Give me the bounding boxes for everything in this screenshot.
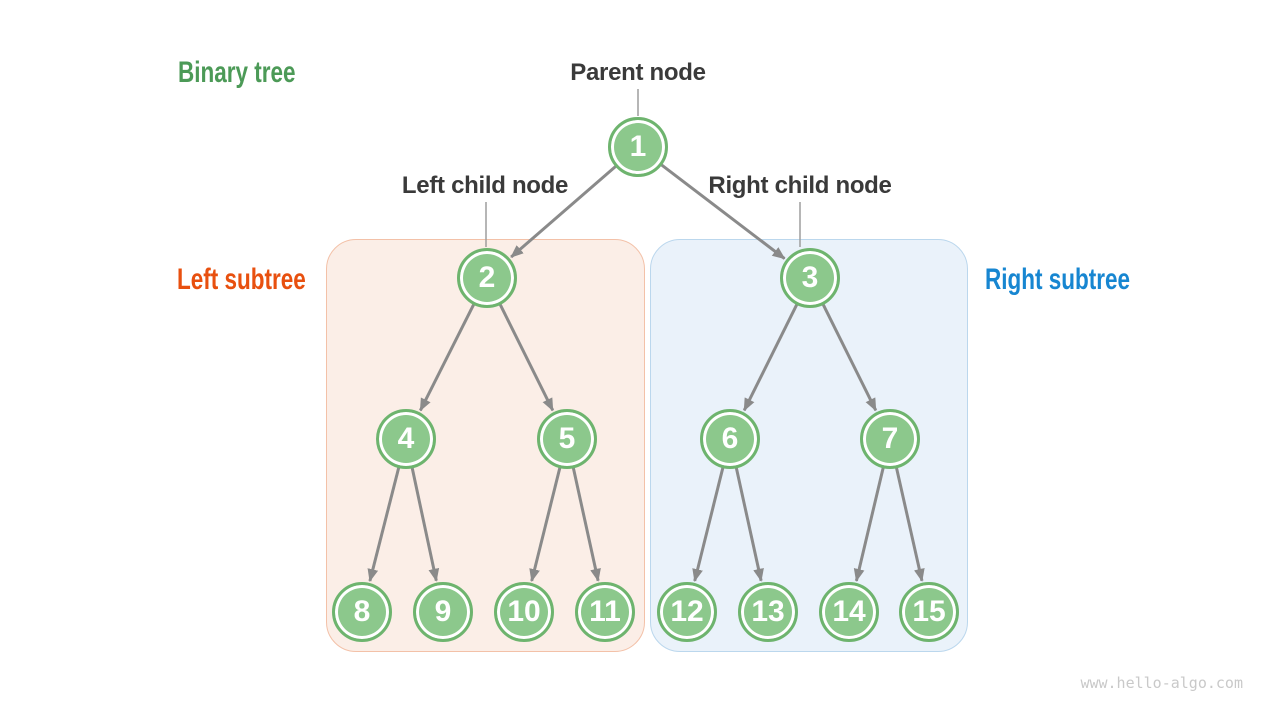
edge-6-13 <box>734 467 764 582</box>
left-subtree-label: Left subtree <box>177 263 306 296</box>
edge-5-10 <box>529 466 562 582</box>
tree-node-6: 6 <box>700 409 760 469</box>
tree-node-4: 4 <box>376 409 436 469</box>
edge-7-14 <box>853 466 885 582</box>
watermark: www.hello-algo.com <box>1080 674 1243 692</box>
right-child-node-label: Right child node <box>708 172 892 199</box>
tree-node-7: 7 <box>860 409 920 469</box>
tree-node-13: 13 <box>738 582 798 642</box>
tree-node-2: 2 <box>457 248 517 308</box>
tree-node-12: 12 <box>657 582 717 642</box>
tree-node-8: 8 <box>332 582 392 642</box>
tree-node-11: 11 <box>575 582 635 642</box>
edge-3-6 <box>742 303 799 412</box>
edge-6-12 <box>692 466 725 582</box>
edge-4-8 <box>367 466 401 583</box>
edge-4-9 <box>410 467 440 582</box>
edge-3-7 <box>821 303 878 412</box>
right-subtree-label: Right subtree <box>985 263 1131 296</box>
tree-node-9: 9 <box>413 582 473 642</box>
edge-2-5 <box>498 303 555 412</box>
edge-7-15 <box>894 466 925 582</box>
edge-5-11 <box>571 467 601 582</box>
tree-node-5: 5 <box>537 409 597 469</box>
tree-node-14: 14 <box>819 582 879 642</box>
edge-1-2 <box>510 164 618 259</box>
edge-2-4 <box>419 303 476 412</box>
tree-node-1: 1 <box>608 117 668 177</box>
edge-1-3 <box>660 163 786 260</box>
diagram-title: Binary tree <box>178 56 296 89</box>
tree-node-3: 3 <box>780 248 840 308</box>
tree-node-15: 15 <box>899 582 959 642</box>
left-child-node-label: Left child node <box>401 172 569 199</box>
parent-node-label: Parent node <box>570 59 706 86</box>
tree-node-10: 10 <box>494 582 554 642</box>
